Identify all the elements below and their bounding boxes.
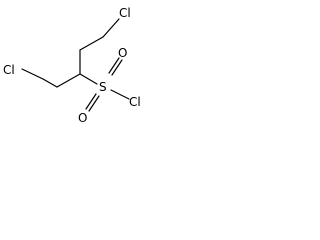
bond-sulfur-cl-right [110,89,130,100]
atom-label-cl-right: Cl [129,95,141,109]
atom-label-cl-top: Cl [119,6,131,20]
atom-label-oxygen-bottom: O [78,111,87,125]
atom-label-oxygen-top: O [118,46,127,60]
bond-ch2-cl-left [21,68,58,88]
atom-label-sulfur: S [99,80,107,94]
bond-ch-ch2-left [56,73,81,88]
atom-label-cl-left: Cl [3,63,15,77]
bond-sulfur-oxygen-bottom-double [85,93,100,112]
bond-ch2-cl-top [79,18,120,51]
bond-sulfur-oxygen-top-double [108,57,123,76]
chemical-structure: Cl Cl S O O Cl [3,6,141,125]
bond-ch-sulfur [79,73,98,85]
